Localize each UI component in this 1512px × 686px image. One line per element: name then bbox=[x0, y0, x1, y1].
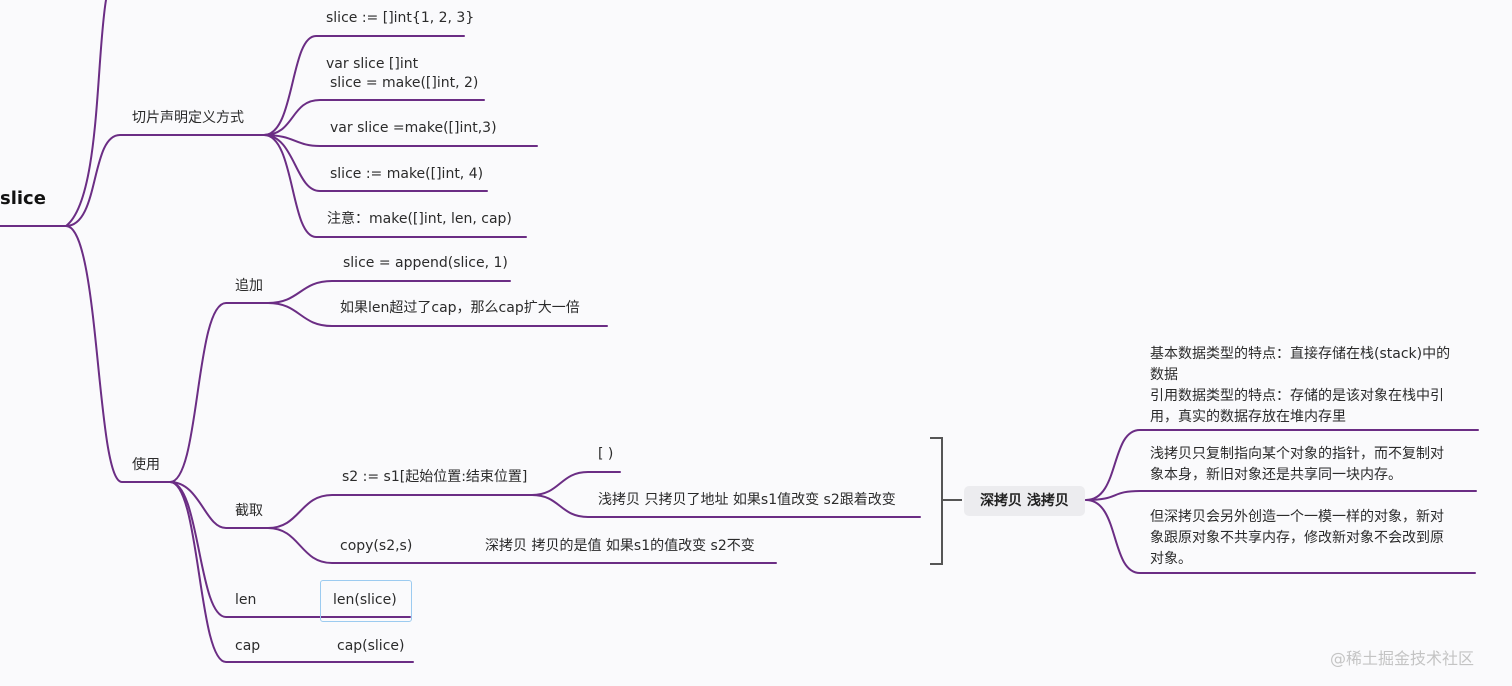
node-declare-item[interactable]: slice = make([]int, 2) bbox=[330, 75, 479, 91]
node-note-shallow[interactable]: 浅拷贝只复制指向某个对象的指针，而不复制对 象本身，新旧对象还是共享同一块内存。 bbox=[1150, 444, 1480, 486]
node-slice-op[interactable]: 截取 bbox=[235, 503, 263, 519]
node-s2-expr[interactable]: s2 := s1[起始位置:结束位置] bbox=[342, 469, 528, 485]
node-cap-value[interactable]: cap(slice) bbox=[337, 638, 405, 654]
node-len-value[interactable]: len(slice) bbox=[333, 592, 397, 608]
node-shallow-note[interactable]: 浅拷贝 只拷贝了地址 如果s1值改变 s2跟着改变 bbox=[598, 492, 896, 508]
node-declare-item[interactable]: 注意：make([]int, len, cap) bbox=[327, 211, 512, 227]
selected-highlight bbox=[320, 580, 412, 622]
node-declare-item[interactable]: var slice =make([]int,3) bbox=[330, 120, 497, 136]
note-line: 但深拷贝会另外创造一个一模一样的对象，新对 bbox=[1150, 509, 1444, 525]
node-declare[interactable]: 切片声明定义方式 bbox=[132, 110, 244, 126]
note-line: 数据 bbox=[1150, 367, 1178, 383]
note-line: 浅拷贝只复制指向某个对象的指针，而不复制对 bbox=[1150, 446, 1444, 462]
watermark: @稀土掘金技术社区 bbox=[1330, 649, 1475, 668]
note-line: 象跟原对象不共享内存，修改新对象不会改到原 bbox=[1150, 530, 1444, 546]
node-note-types[interactable]: 基本数据类型的特点：直接存储在栈(stack)中的 数据 引用数据类型的特点：存… bbox=[1150, 344, 1480, 428]
node-usage[interactable]: 使用 bbox=[132, 457, 160, 473]
node-declare-item[interactable]: slice := []int{1, 2, 3} bbox=[326, 10, 475, 26]
note-line: 用，真实的数据存放在堆内存里 bbox=[1150, 409, 1346, 425]
node-declare-item[interactable]: var slice []int bbox=[326, 56, 419, 72]
node-append-item[interactable]: slice = append(slice, 1) bbox=[343, 255, 508, 271]
node-append[interactable]: 追加 bbox=[235, 278, 263, 294]
node-deep-shallow-copy[interactable]: 深拷贝 浅拷贝 bbox=[964, 486, 1085, 516]
node-note-deep[interactable]: 但深拷贝会另外创造一个一模一样的对象，新对 象跟原对象不共享内存，修改新对象不会… bbox=[1150, 507, 1480, 570]
node-len[interactable]: len bbox=[235, 592, 257, 608]
node-copy[interactable]: copy(s2,s) bbox=[340, 538, 413, 554]
node-deep-note[interactable]: 深拷贝 拷贝的是值 如果s1的值改变 s2不变 bbox=[485, 538, 755, 554]
node-append-item[interactable]: 如果len超过了cap，那么cap扩大一倍 bbox=[340, 300, 580, 316]
root-node[interactable]: slice bbox=[0, 188, 46, 209]
node-cap[interactable]: cap bbox=[235, 638, 261, 654]
note-line: 象本身，新旧对象还是共享同一块内存。 bbox=[1150, 467, 1402, 483]
note-line: 基本数据类型的特点：直接存储在栈(stack)中的 bbox=[1150, 346, 1451, 362]
node-bracket[interactable]: [ ) bbox=[598, 446, 614, 462]
note-line: 对象。 bbox=[1150, 551, 1192, 567]
note-line: 引用数据类型的特点：存储的是该对象在栈中引 bbox=[1150, 388, 1444, 404]
node-declare-item[interactable]: slice := make([]int, 4) bbox=[330, 166, 484, 182]
